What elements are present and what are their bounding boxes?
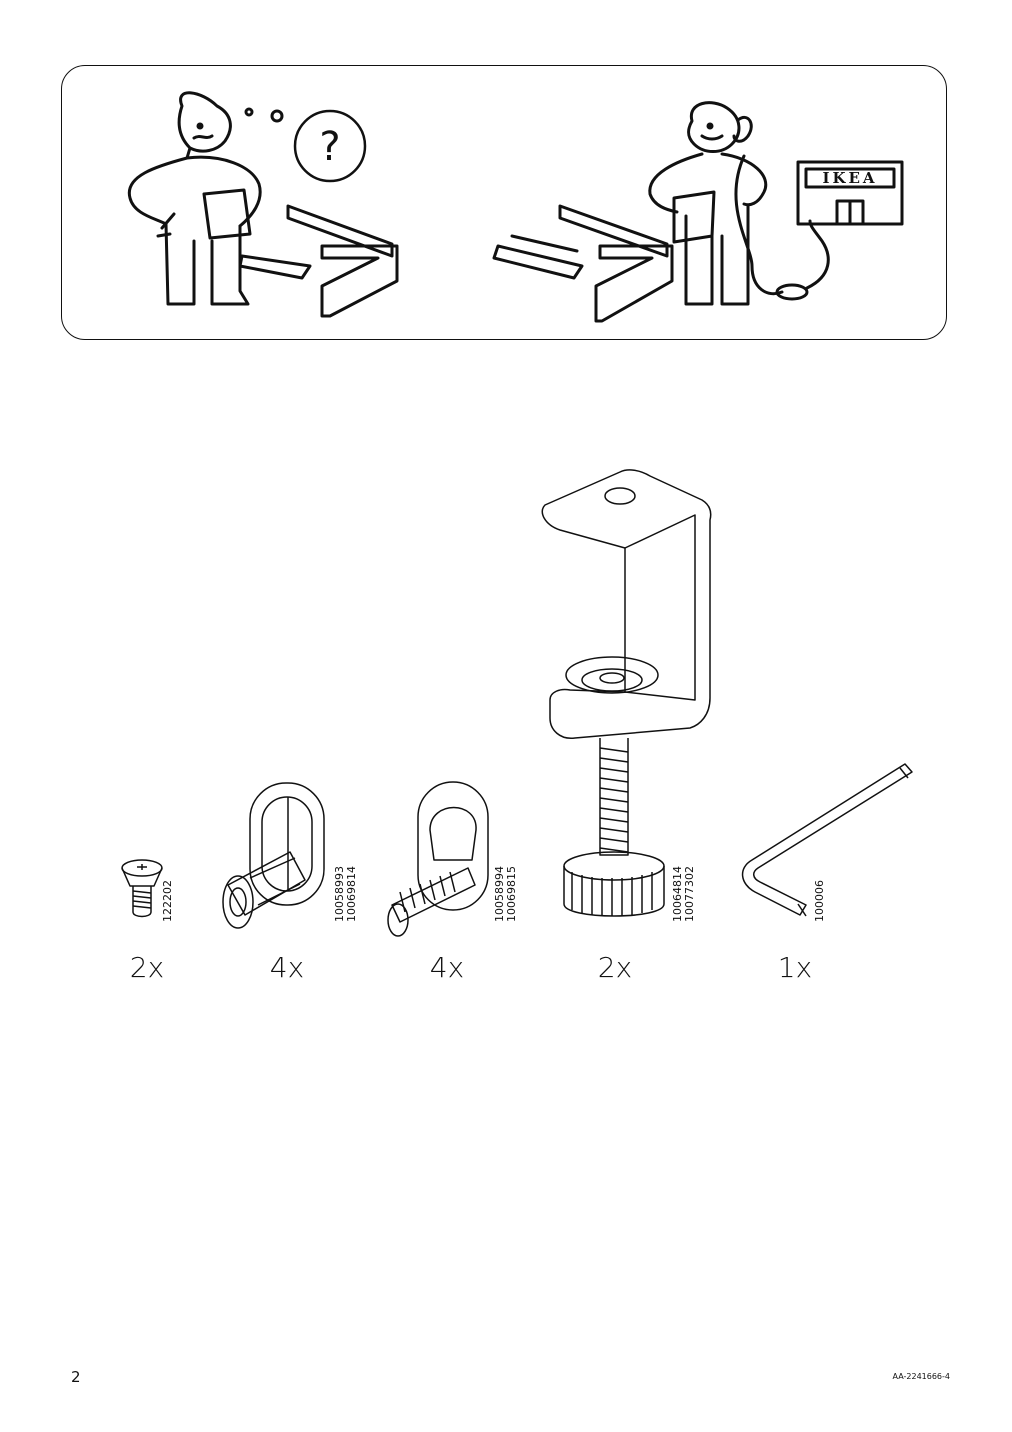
allen-key-icon — [743, 764, 912, 916]
part-quantity: 4x — [269, 951, 305, 984]
help-illustration: ? IKEA — [62, 66, 948, 341]
countersunk-screw-icon — [122, 860, 162, 917]
part-quantity: 2x — [597, 951, 633, 984]
cam-sleeve-bracket-icon — [223, 783, 324, 928]
part-quantity: 1x — [777, 951, 813, 984]
part-quantity: 4x — [429, 951, 465, 984]
help-panel: ? IKEA — [61, 65, 947, 340]
confused-person-icon — [129, 93, 260, 304]
person-on-phone-icon — [650, 103, 828, 304]
document-code: AA-2241666-4 — [892, 1372, 950, 1381]
part-number-label: 122202 — [161, 880, 174, 922]
ikea-store-icon — [798, 162, 902, 224]
part-number: 100006 — [813, 880, 826, 922]
c-clamp-icon — [542, 470, 710, 916]
screw-bracket-icon — [388, 782, 488, 936]
part-number-label: 10064814 10077302 — [671, 866, 696, 922]
ikea-sign-text: IKEA — [822, 169, 877, 187]
part-number: 10077302 — [683, 866, 696, 922]
part-number: 10069815 — [505, 866, 518, 922]
question-mark: ? — [319, 124, 340, 170]
part-number: 10069814 — [345, 866, 358, 922]
part-quantity: 2x — [129, 951, 165, 984]
part-number-label: 100006 — [813, 880, 826, 922]
page-number: 2 — [71, 1368, 81, 1386]
part-number-label: 10058994 10069815 — [493, 866, 518, 922]
part-number: 122202 — [161, 880, 174, 922]
part-number-label: 10058993 10069814 — [333, 866, 358, 922]
